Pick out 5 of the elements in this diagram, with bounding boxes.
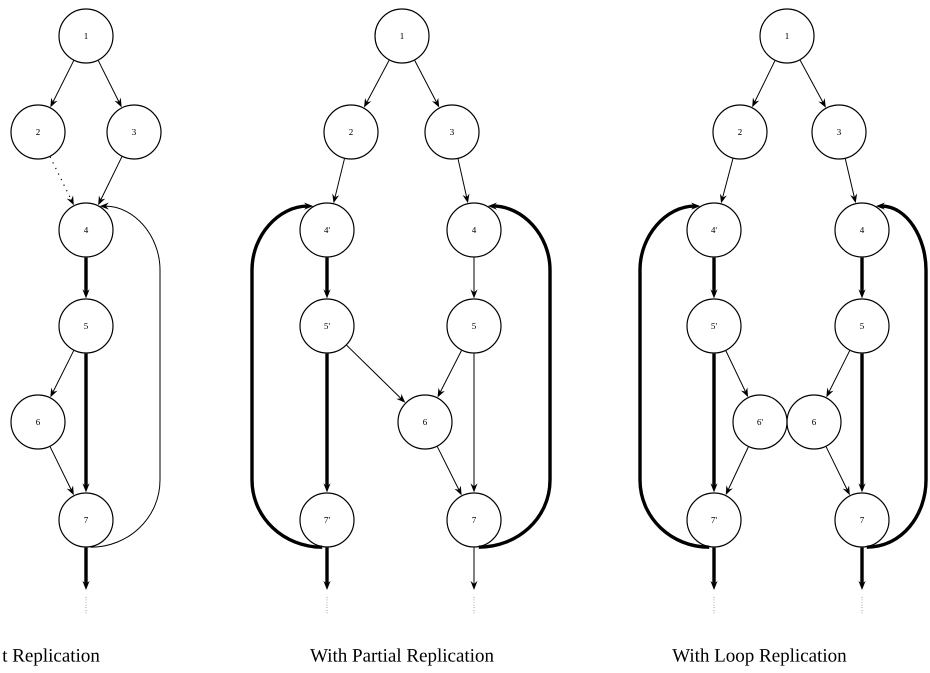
caption: t Replication [2, 648, 100, 666]
arrow [250, 202, 322, 549]
arrow [638, 202, 710, 549]
caption: With Loop Replication [672, 648, 846, 666]
caption: With Partial Replication [310, 648, 494, 666]
